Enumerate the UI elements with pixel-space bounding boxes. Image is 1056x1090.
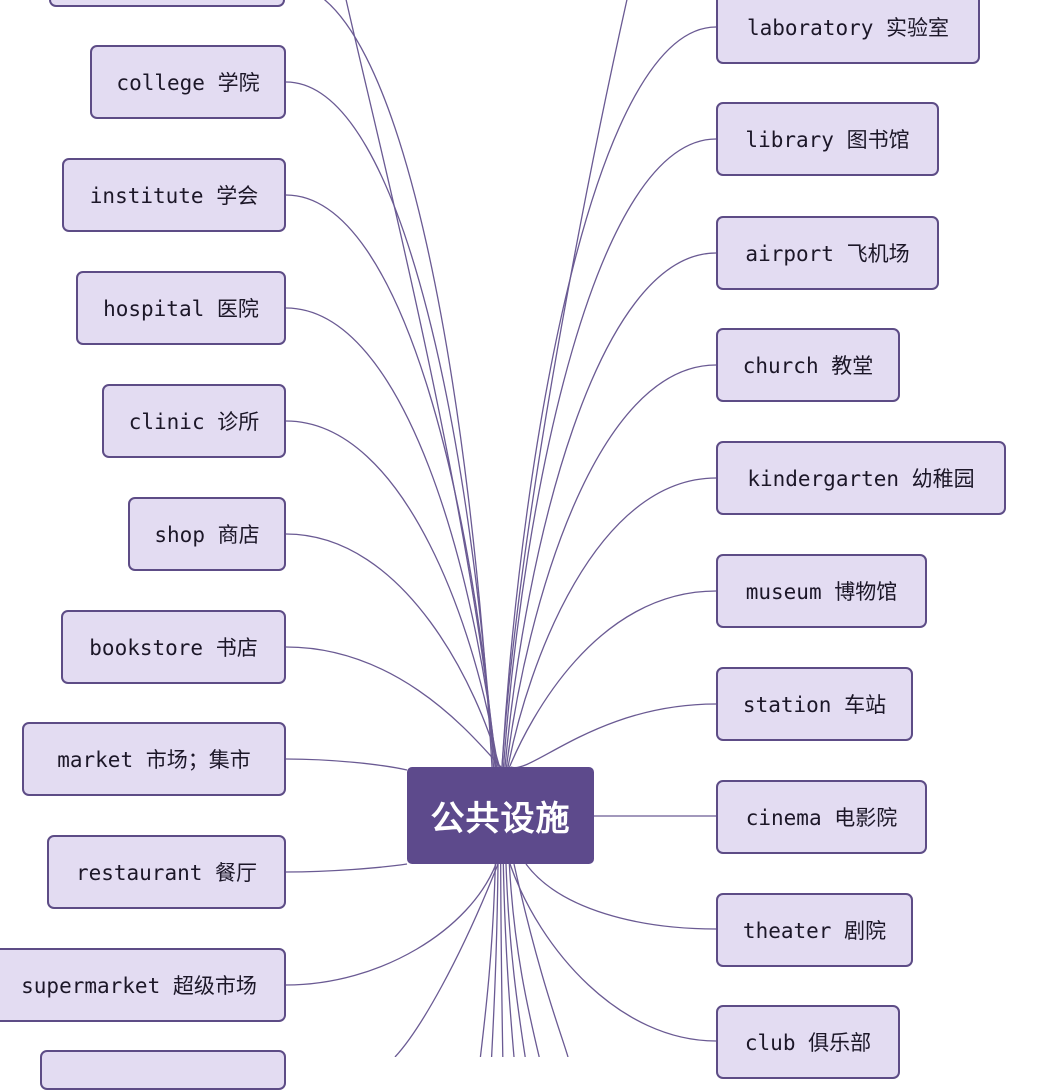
node-cropped-bottom-left [40,1050,286,1090]
node-shop: shop 商店 [128,497,286,571]
link-left-college [285,81,495,768]
node-cinema: cinema 电影院 [716,780,927,854]
link-right-offscreen [501,0,628,768]
link-left-bookstore [285,646,502,768]
link-right-club [509,863,717,1042]
link-bottom-1 [490,863,499,1057]
link-right-museum [508,590,717,768]
link-left-hospital [285,307,498,768]
link-bottom-0 [479,863,496,1057]
node-market: market 市场；集市 [22,722,286,796]
node-college: college 学院 [90,45,286,119]
link-right-station [510,703,717,769]
link-left-shop [285,533,501,768]
node-hospital: hospital 医院 [76,271,286,345]
node-library: library 图书馆 [716,102,939,176]
node-church: church 教堂 [716,328,900,402]
connector-lines [285,0,717,1057]
link-right-library [502,138,717,768]
link-right-laboratory [501,26,717,768]
link-right-kindergarten [507,477,717,768]
node-club: club 俱乐部 [716,1005,900,1079]
link-bottom-2 [500,863,504,1057]
node-airport: airport 飞机场 [716,216,939,290]
node-station: station 车站 [716,667,913,741]
link-right-church [505,364,717,768]
node-theater: theater 剧院 [716,893,913,967]
link-right-theater [525,863,717,930]
node-supermarket: supermarket 超级市场 [0,948,286,1022]
link-left-clinic [285,420,499,768]
link-left-cropped-bottom [394,863,499,1057]
link-left-supermarket [285,863,497,986]
node-restaurant: restaurant 餐厅 [47,835,286,909]
node-kindergarten: kindergarten 幼稚园 [716,441,1006,515]
link-left-cropped-top [323,0,493,768]
link-bottom-3 [502,863,515,1057]
center-node: 公共设施 [407,767,594,864]
node-institute: institute 学会 [62,158,286,232]
node-laboratory: laboratory 实验室 [716,0,980,64]
link-right-airport [504,252,717,768]
node-clinic: clinic 诊所 [102,384,286,458]
node-cropped-top-left [49,0,285,7]
link-bottom-4 [505,863,526,1057]
node-museum: museum 博物馆 [716,554,927,628]
link-left-offscreen [345,0,497,768]
link-left-restaurant [285,863,408,873]
link-bottom-5 [508,863,540,1057]
link-bottom-right [513,863,569,1057]
node-bookstore: bookstore 书店 [61,610,286,684]
link-left-market [285,758,408,771]
link-left-institute [285,194,496,768]
